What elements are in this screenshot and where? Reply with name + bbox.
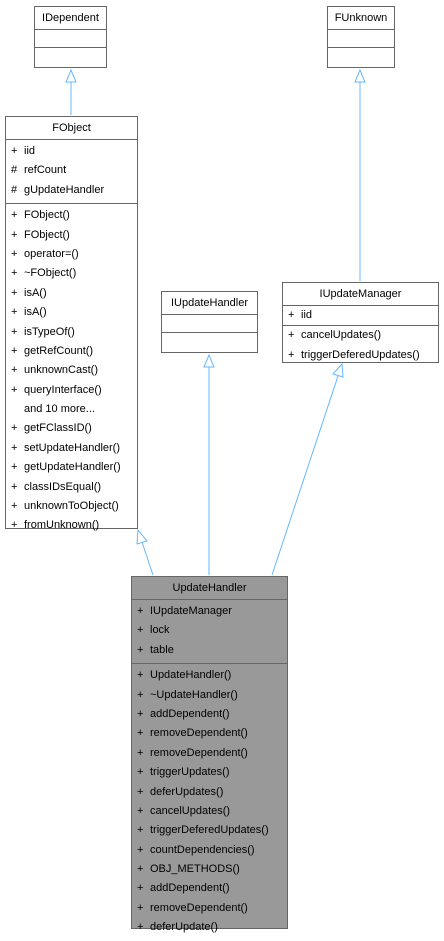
attribute-row: +iid <box>11 145 36 157</box>
operation-row: +OBJ_METHODS() <box>137 863 240 876</box>
operation-row: +FObject() <box>11 228 70 241</box>
class-iupdatehandler[interactable]: IUpdateHandler <box>161 291 258 353</box>
arrowhead-funknown <box>354 68 366 83</box>
class-updatehandler-operations: +UpdateHandler() +~UpdateHandler() +addD… <box>132 664 287 940</box>
operation-row: +queryInterface() <box>11 383 102 396</box>
operation-row: +cancelUpdates() <box>288 329 382 342</box>
operation-row: +removeDependent() <box>137 746 248 759</box>
operation-row: +triggerUpdates() <box>137 766 230 779</box>
edge-updatehandler-iupdatemanager <box>271 375 339 576</box>
attribute-row: +table <box>137 643 174 656</box>
class-iupdatemanager-title: IUpdateManager <box>283 283 438 306</box>
class-fobject-title: FObject <box>6 117 137 140</box>
class-iupdatehandler-operations <box>162 333 257 350</box>
class-fobject-attributes: +iid #refCount #gUpdateHandler <box>6 140 137 205</box>
arrowhead-idependent <box>65 68 77 83</box>
class-idependent-title: IDependent <box>35 7 106 30</box>
class-fobject-operations: +FObject() +FObject() +operator=() +~FOb… <box>6 204 137 539</box>
class-funknown-operations <box>328 48 394 65</box>
operation-row: +deferUpdate() <box>137 921 218 934</box>
operation-row: +isA() <box>11 306 47 319</box>
operation-row: +deferUpdates() <box>137 785 224 798</box>
operation-row: +UpdateHandler() <box>137 669 232 682</box>
operation-row: +classIDsEqual() <box>11 480 102 493</box>
attribute-row: +lock <box>137 624 170 637</box>
operation-row: +isA() <box>11 286 47 299</box>
operation-row: +~UpdateHandler() <box>137 688 238 701</box>
class-iupdatehandler-title: IUpdateHandler <box>162 292 257 315</box>
attribute-row: +IUpdateManager <box>137 605 232 617</box>
class-iupdatemanager-operations: +cancelUpdates() +triggerDeferedUpdates(… <box>283 326 438 365</box>
operation-row: +addDependent() <box>137 882 230 895</box>
attribute-row: #refCount <box>11 164 67 177</box>
operation-row: +operator=() <box>11 247 79 260</box>
arrowhead-fobject <box>136 528 148 545</box>
operation-row: +unknownCast() <box>11 364 98 377</box>
operation-row: +FObject() <box>11 209 70 222</box>
operation-row: +getRefCount() <box>11 344 94 357</box>
class-updatehandler[interactable]: UpdateHandler +IUpdateManager +lock +tab… <box>131 576 288 933</box>
operation-row: +countDependencies() <box>137 843 255 856</box>
class-idependent-attributes <box>35 30 106 48</box>
operation-row: +addDependent() <box>137 707 230 720</box>
class-funknown-title: FUnknown <box>328 7 394 30</box>
class-iupdatehandler-attributes <box>162 315 257 333</box>
operation-row: +setUpdateHandler() <box>11 441 120 454</box>
arrowhead-iupdatemanager <box>332 362 344 378</box>
operation-row: +triggerDeferedUpdates() <box>288 348 420 361</box>
attribute-row: +iid <box>288 309 313 321</box>
more-operations-link[interactable]: and 10 more... <box>24 403 95 416</box>
operation-row: +fromUnknown() <box>11 519 100 532</box>
operation-row: +getFClassID() <box>11 422 92 435</box>
operation-row: +triggerDeferedUpdates() <box>137 824 269 837</box>
class-iupdatemanager-attributes: +iid <box>283 306 438 327</box>
operation-row: +cancelUpdates() <box>137 804 231 817</box>
operation-row: +removeDependent() <box>137 727 248 740</box>
operation-row: +getUpdateHandler() <box>11 461 121 474</box>
operation-row: +~FObject() <box>11 267 77 280</box>
attribute-row: #gUpdateHandler <box>11 183 105 196</box>
class-iupdatemanager[interactable]: IUpdateManager +iid +cancelUpdates() +tr… <box>282 282 439 363</box>
operation-row: +isTypeOf() <box>11 325 75 338</box>
class-fobject[interactable]: FObject +iid #refCount #gUpdateHandler +… <box>5 116 138 531</box>
edge-updatehandler-fobject <box>141 541 154 576</box>
class-idependent-operations <box>35 48 106 65</box>
class-funknown-attributes <box>328 30 394 48</box>
class-updatehandler-title: UpdateHandler <box>132 577 287 600</box>
arrowhead-iupdatehandler <box>203 353 215 368</box>
class-idependent[interactable]: IDependent <box>34 6 107 68</box>
class-funknown[interactable]: FUnknown <box>327 6 395 68</box>
class-updatehandler-attributes: +IUpdateManager +lock +table <box>132 600 287 665</box>
operation-row: +unknownToObject() <box>11 500 119 513</box>
operation-row: +removeDependent() <box>137 901 248 914</box>
